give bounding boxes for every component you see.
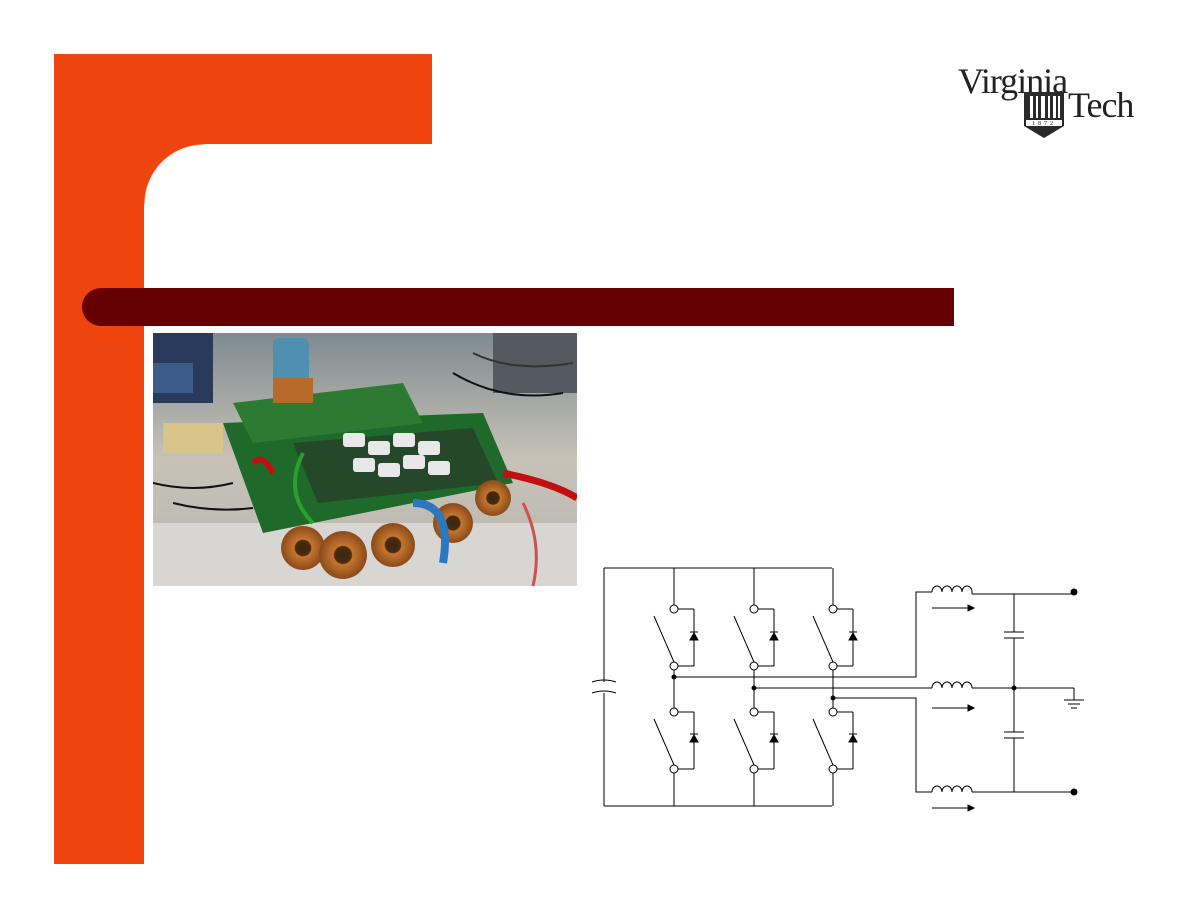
switch-lower-b [733,707,779,774]
logo-shield-icon: 1872 [1024,92,1064,138]
inductor-b [931,681,1074,712]
switch-upper-b [733,604,779,671]
switch-lower-a [653,707,699,774]
virginia-tech-logo: Virginia 1872 Tech [956,60,1136,142]
title-band [82,288,954,326]
switch-upper-c [812,604,858,671]
inductor-a [931,585,1074,612]
logo-text-tech: Tech [1068,85,1134,125]
logo-year: 1872 [1032,121,1056,127]
inverter-schematic [590,560,1090,820]
inductor-c [931,785,1074,812]
accent-bar-side [54,54,144,864]
hardware-prototype-photo [153,333,577,586]
switch-lower-c [812,707,858,774]
switch-upper-a [653,604,699,671]
accent-bar-corner [144,144,204,204]
